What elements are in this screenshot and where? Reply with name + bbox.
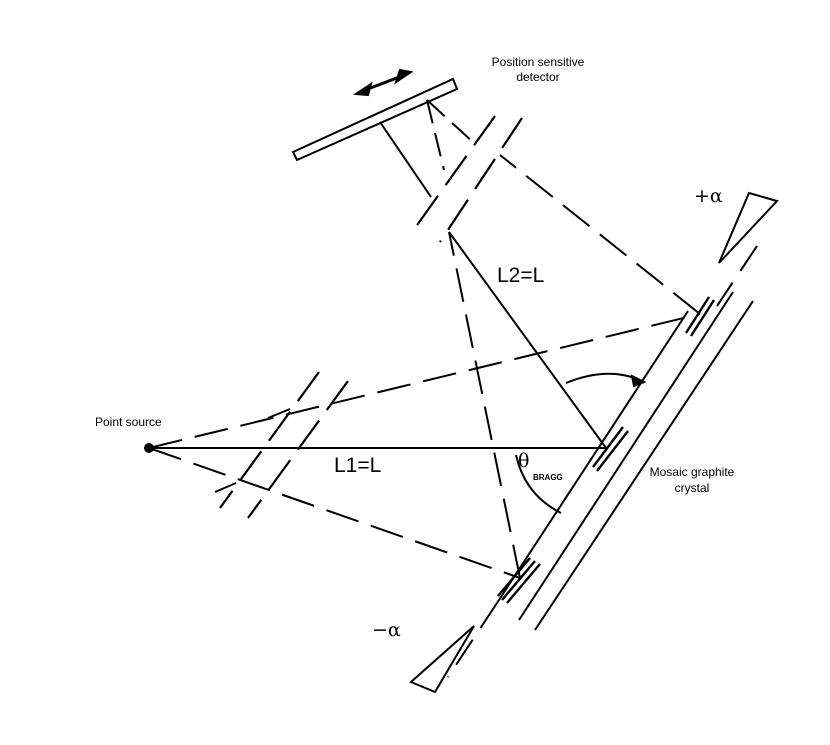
mosaic-graphite-crystal	[496, 291, 754, 631]
minus-alpha-label: −α	[372, 619, 401, 641]
source-ray-stubs	[214, 408, 291, 493]
plus-alpha-label: +α	[694, 185, 723, 207]
theta-bragg-symbol: θ	[518, 450, 529, 472]
detector-slit	[409, 115, 523, 243]
detector-ray-fan	[379, 99, 475, 198]
incident-ray-bundle	[148, 313, 701, 579]
crystal-rotation-axis	[447, 245, 758, 678]
minus-alpha-wedge	[409, 625, 475, 694]
crystal-reflection-marks	[497, 296, 716, 604]
crystal-label-line2: crystal	[675, 481, 710, 495]
reflected-ray-bundle	[448, 154, 701, 579]
point-source-label: Point source	[95, 415, 162, 429]
detector-label-line1: Position sensitive	[492, 55, 585, 69]
theta-bragg-subscript: BRAGG	[533, 473, 563, 482]
bragg-angle-arc	[515, 454, 562, 514]
plus-alpha-wedge	[718, 191, 779, 264]
l1-label: L1=L	[334, 454, 381, 477]
position-sensitive-detector	[291, 77, 459, 162]
crystal-angle-arrowhead	[630, 374, 647, 388]
source-slit	[219, 371, 349, 519]
central-reflected-beam	[448, 231, 607, 449]
detector-label-line2: detector	[516, 70, 559, 84]
l2-label: L2=L	[497, 264, 544, 287]
detector-motion-arrow	[353, 68, 414, 97]
crystal-label-line1: Mosaic graphite	[650, 465, 735, 479]
